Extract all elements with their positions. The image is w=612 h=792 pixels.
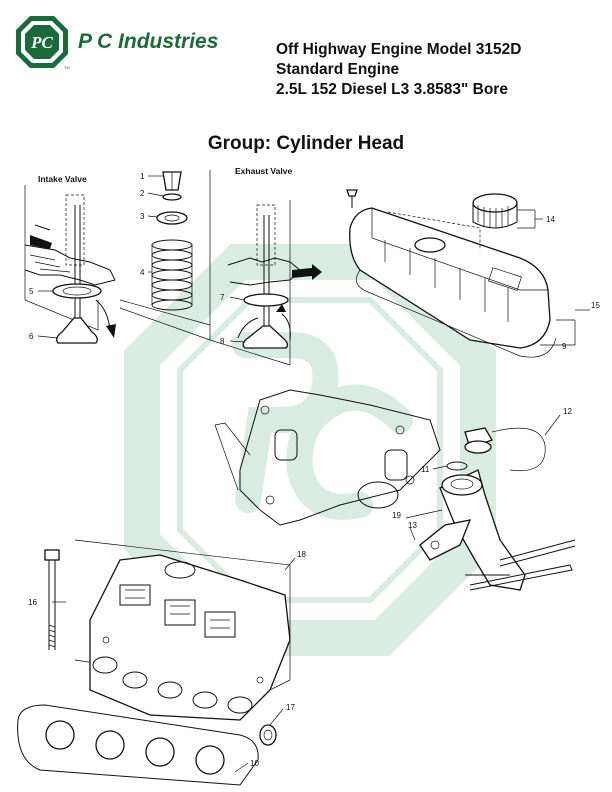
group-title: Group: Cylinder Head	[207, 133, 405, 154]
callout-8: 8	[220, 337, 225, 346]
callout-13: 13	[408, 521, 417, 530]
thermostat-housing	[419, 469, 576, 591]
callout-1: 1	[140, 172, 145, 181]
company-name: P C Industries	[78, 30, 219, 53]
engine-type-title: Standard Engine	[276, 61, 400, 78]
logo-letters: PC	[30, 33, 53, 52]
valve-cover	[349, 207, 557, 358]
callout-9: 9	[562, 342, 567, 351]
engine-model-title: Off Highway Engine Model 3152D	[276, 41, 522, 58]
callout-11: 11	[421, 465, 430, 474]
intake-valve-caption: Intake Valve	[38, 174, 87, 184]
intake-valve-assembly	[24, 185, 116, 344]
engine-title-block: Off Highway Engine Model 3152D Standard …	[276, 40, 521, 100]
callout-4: 4	[140, 268, 145, 277]
cylinder-head-gasket	[17, 704, 259, 786]
logo-trademark: TM	[64, 65, 70, 70]
callout-19: 19	[392, 511, 401, 520]
callout-18: 18	[297, 550, 306, 559]
radiator-cap	[446, 427, 546, 472]
callout-15: 15	[591, 301, 600, 310]
valve-cover-bolt	[346, 189, 358, 208]
callout-3: 3	[140, 212, 145, 221]
callout-6: 6	[29, 332, 34, 341]
cylinder-head	[74, 539, 291, 721]
callout-10: 10	[250, 759, 259, 768]
pc-industries-logo: PC TM	[16, 16, 70, 70]
callout-14: 14	[546, 215, 555, 224]
callout-12: 12	[563, 407, 572, 416]
callout-5: 5	[29, 287, 34, 296]
callout-7: 7	[220, 293, 225, 302]
head-bolt	[44, 549, 60, 650]
callout-leaders	[37, 175, 561, 773]
callout-16: 16	[28, 598, 37, 607]
manifold-gasket	[214, 389, 441, 526]
oil-filler-cap	[472, 193, 518, 229]
callout-17: 17	[286, 703, 295, 712]
valve-spring-stack	[151, 171, 193, 311]
exhaust-valve-assembly	[209, 170, 322, 366]
engine-spec-title: 2.5L 152 Diesel L3 3.8583" Bore	[276, 81, 508, 98]
exhaust-valve-caption: Exhaust Valve	[235, 166, 292, 176]
callout-2: 2	[140, 189, 145, 198]
freeze-plug	[259, 724, 277, 746]
